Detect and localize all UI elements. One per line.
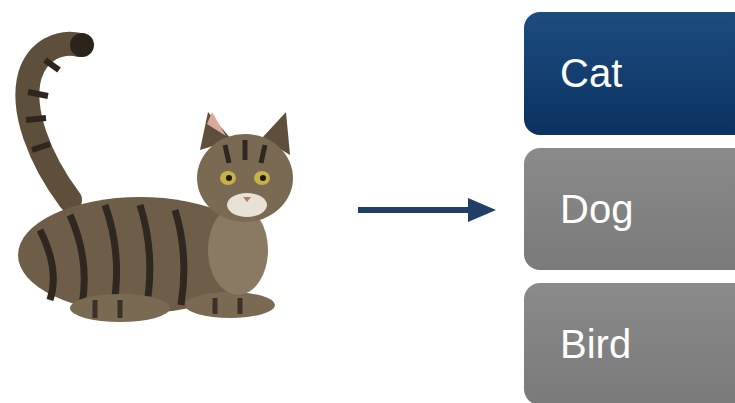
class-box: Cat xyxy=(524,12,735,135)
class-box: Bird xyxy=(524,283,735,403)
class-label: Bird xyxy=(560,322,631,367)
cat-photo xyxy=(18,33,293,322)
class-box: Dog xyxy=(524,148,735,270)
class-label: Cat xyxy=(560,51,622,96)
class-label: Dog xyxy=(560,187,633,232)
flow-arrow xyxy=(358,198,496,222)
